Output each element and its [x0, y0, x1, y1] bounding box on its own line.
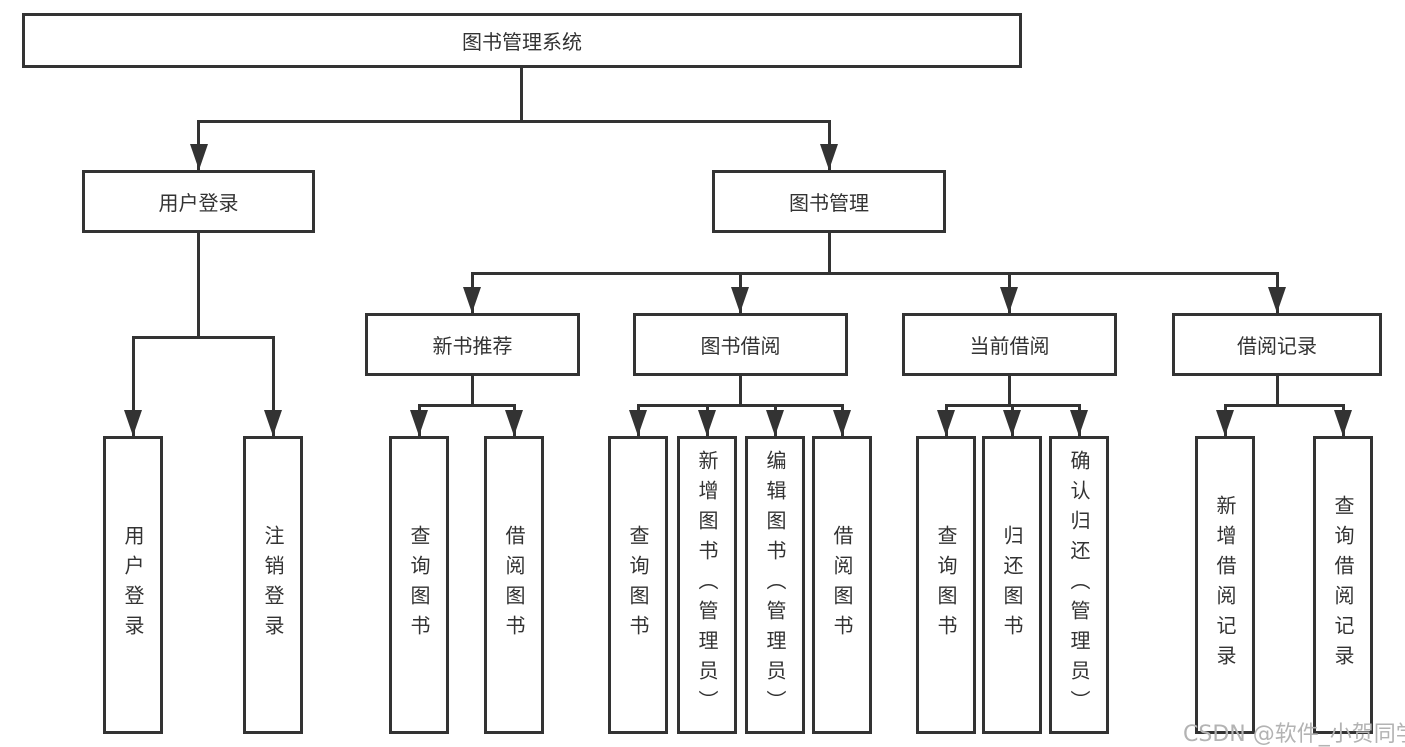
arrow-down-icon: [937, 410, 955, 436]
connector-line: [1008, 376, 1011, 407]
connector-line: [132, 336, 275, 339]
arrow-down-icon: [124, 410, 142, 436]
arrow-down-icon: [1268, 287, 1286, 313]
leaf-recommend-borrow-books: 借阅图书: [484, 436, 544, 734]
root-node-library-system: 图书管理系统: [22, 13, 1022, 68]
node-label: 用户登录: [158, 191, 239, 215]
leaf-current-query-books: 查询图书: [916, 436, 976, 734]
arrow-down-icon: [1070, 410, 1088, 436]
arrow-down-icon: [1000, 287, 1018, 313]
arrow-down-icon: [190, 144, 208, 170]
connector-line: [471, 376, 474, 407]
csdn-watermark: CSDN @软件_小贺同学: [1183, 722, 1405, 747]
leaf-records-query-record: 查询借阅记录: [1313, 436, 1373, 734]
node-label: 借阅图书: [830, 525, 854, 645]
node-label: 查询图书: [407, 525, 431, 645]
leaf-current-return-books: 归还图书: [982, 436, 1042, 734]
arrow-down-icon: [1003, 410, 1021, 436]
connector-line: [637, 404, 844, 407]
node-label: 查询图书: [934, 525, 958, 645]
arrow-down-icon: [264, 410, 282, 436]
node-label: 新书推荐: [432, 334, 513, 358]
node-label: 注销登录: [261, 525, 285, 645]
connector-line: [197, 120, 831, 123]
node-label: 编辑图书（管理员）: [763, 450, 787, 720]
arrow-down-icon: [505, 410, 523, 436]
connector-line: [739, 376, 742, 407]
node-label: 当前借阅: [969, 334, 1050, 358]
arrow-down-icon: [698, 410, 716, 436]
leaf-records-add-record: 新增借阅记录: [1195, 436, 1255, 734]
connector-line: [520, 68, 523, 121]
connector-line: [132, 336, 135, 436]
arrow-down-icon: [1334, 410, 1352, 436]
connector-line: [272, 336, 275, 436]
leaf-logout: 注销登录: [243, 436, 303, 734]
connector-line: [1224, 404, 1345, 407]
arrow-down-icon: [629, 410, 647, 436]
arrow-down-icon: [463, 287, 481, 313]
node-book-borrowing: 图书借阅: [633, 313, 848, 376]
node-label: 新增借阅记录: [1213, 495, 1237, 675]
arrow-down-icon: [731, 287, 749, 313]
leaf-recommend-query-books: 查询图书: [389, 436, 449, 734]
connector-line: [828, 233, 831, 275]
connector-line: [418, 404, 516, 407]
leaf-current-confirm-return: 确认归还（管理员）: [1049, 436, 1109, 734]
node-label: 新增图书（管理员）: [695, 450, 719, 720]
arrow-down-icon: [1216, 410, 1234, 436]
node-borrowing-records: 借阅记录: [1172, 313, 1382, 376]
arrow-down-icon: [410, 410, 428, 436]
node-label: 图书管理系统: [462, 30, 582, 54]
node-label: 查询借阅记录: [1331, 495, 1355, 675]
connector-line: [1276, 376, 1279, 407]
connector-line: [197, 233, 200, 339]
arrow-down-icon: [833, 410, 851, 436]
node-label: 查询图书: [626, 525, 650, 645]
leaf-borrowing-edit-books: 编辑图书（管理员）: [745, 436, 805, 734]
arrow-down-icon: [766, 410, 784, 436]
node-label: 图书借阅: [700, 334, 781, 358]
leaf-borrowing-borrow-books: 借阅图书: [812, 436, 872, 734]
node-label: 借阅记录: [1237, 334, 1317, 358]
node-label: 图书管理: [789, 191, 869, 215]
node-label: 归还图书: [1000, 525, 1024, 645]
node-label: 确认归还（管理员）: [1067, 450, 1091, 720]
node-label: 借阅图书: [502, 525, 526, 645]
arrow-down-icon: [820, 144, 838, 170]
leaf-user-login: 用户登录: [103, 436, 163, 734]
leaf-borrowing-add-books: 新增图书（管理员）: [677, 436, 737, 734]
node-new-book-recommend: 新书推荐: [365, 313, 580, 376]
node-current-borrowing: 当前借阅: [902, 313, 1117, 376]
node-book-management: 图书管理: [712, 170, 946, 233]
node-user-login: 用户登录: [82, 170, 315, 233]
node-label: 用户登录: [121, 525, 145, 645]
connector-line: [471, 272, 1279, 275]
leaf-borrowing-query-books: 查询图书: [608, 436, 668, 734]
